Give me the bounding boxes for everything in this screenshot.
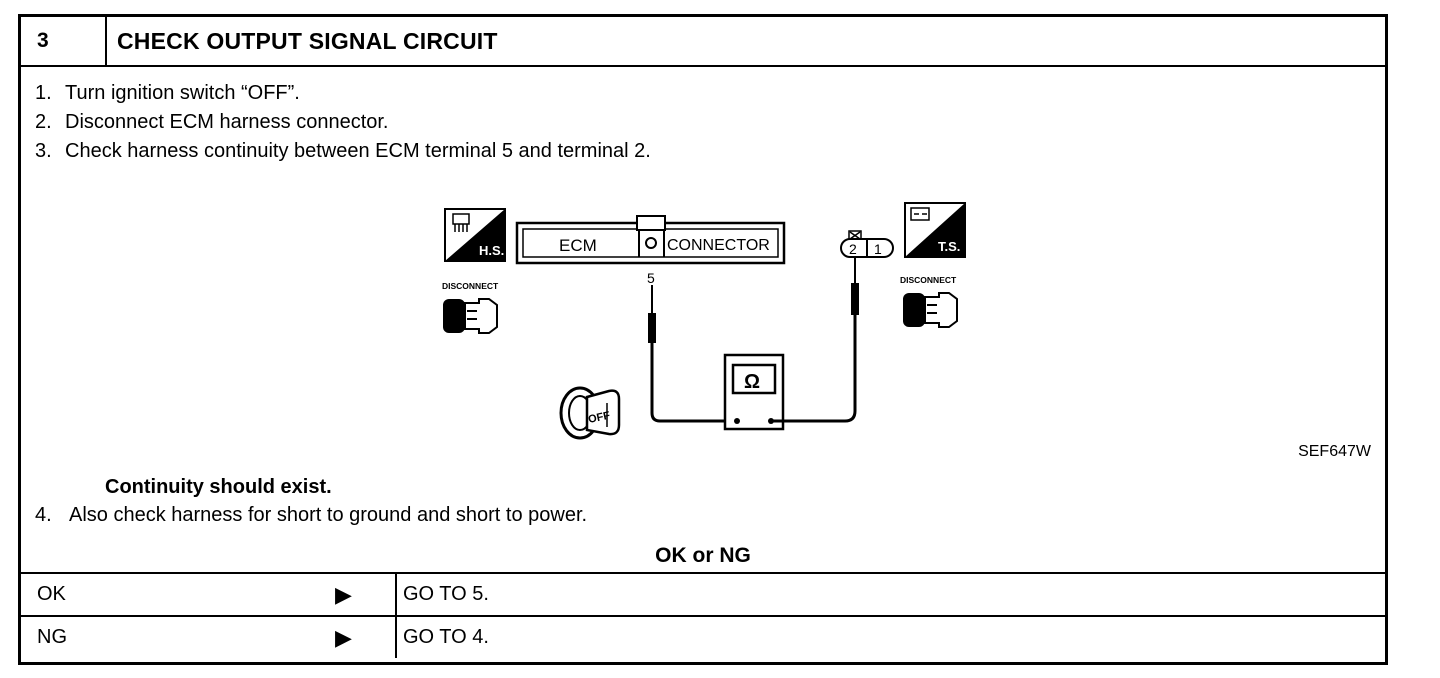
step-number: 3 xyxy=(21,17,107,65)
step-text: Disconnect ECM harness connector. xyxy=(65,111,389,133)
disconnect-label-right: DISCONNECT xyxy=(900,275,957,285)
arrow-right-icon: ▶ xyxy=(335,625,352,650)
step-index: 2. xyxy=(35,111,52,133)
step-header: 3 CHECK OUTPUT SIGNAL CIRCUIT xyxy=(21,17,1385,67)
instruction-list: 1. Turn ignition switch “OFF”. 2. Discon… xyxy=(35,79,651,166)
ts-label: T.S. xyxy=(938,239,960,254)
result-label: NG xyxy=(37,626,67,648)
probe-right xyxy=(771,255,859,423)
step-text: Check harness continuity between ECM ter… xyxy=(65,140,651,162)
step-text: Turn ignition switch “OFF”. xyxy=(65,82,300,104)
key-off-label: OFF xyxy=(587,410,611,426)
result-action: GO TO 4. xyxy=(403,626,489,648)
harness-side-badge: H.S. xyxy=(444,208,506,262)
step-text: Also check harness for short to ground a… xyxy=(69,504,588,526)
connector-label: CONNECTOR xyxy=(667,237,770,254)
disconnect-right-icon xyxy=(903,292,958,328)
step-index: 4. xyxy=(35,504,52,526)
step-index: 3. xyxy=(35,140,52,162)
column-divider xyxy=(395,617,397,658)
decision-label: OK or NG xyxy=(655,544,751,567)
terminal-side-badge: T.S. xyxy=(904,202,966,258)
instruction-step: 4. Also check harness for short to groun… xyxy=(35,504,587,527)
ohmmeter: Ω xyxy=(723,353,785,431)
result-label: OK xyxy=(37,583,66,605)
harness-connector-icon xyxy=(452,213,470,232)
instruction-step: 3. Check harness continuity between ECM … xyxy=(35,137,651,166)
hs-label: H.S. xyxy=(479,243,504,258)
step-index: 1. xyxy=(35,82,52,104)
result-row-ng: NG ▶ GO TO 4. xyxy=(21,615,1385,658)
connector-pin-2: 2 xyxy=(849,241,857,257)
result-action: GO TO 5. xyxy=(403,583,489,605)
instruction-step: 1. Turn ignition switch “OFF”. xyxy=(35,79,651,108)
ohm-symbol: Ω xyxy=(744,371,760,393)
figure-code: SEF647W xyxy=(1298,443,1371,460)
probe-left xyxy=(648,285,733,423)
column-divider xyxy=(395,574,397,615)
disconnect-label-left: DISCONNECT xyxy=(442,281,499,291)
expected-result-note: Continuity should exist. xyxy=(105,476,332,498)
ecm-label: ECM xyxy=(559,236,597,255)
disconnect-left-icon xyxy=(443,298,498,334)
connector-pin-1: 1 xyxy=(874,241,882,257)
terminal-5-label: 5 xyxy=(647,270,655,286)
step-title: CHECK OUTPUT SIGNAL CIRCUIT xyxy=(117,28,498,54)
terminal-connector-icon xyxy=(910,207,930,221)
instruction-step: 2. Disconnect ECM harness connector. xyxy=(35,108,651,137)
result-table: OK ▶ GO TO 5. NG ▶ GO TO 4. xyxy=(21,572,1385,658)
ecm-connector: ECM CONNECTOR xyxy=(515,215,786,265)
result-row-ok: OK ▶ GO TO 5. xyxy=(21,572,1385,615)
sensor-connector: 2 1 xyxy=(840,230,894,258)
procedure-box: 3 CHECK OUTPUT SIGNAL CIRCUIT 1. Turn ig… xyxy=(18,14,1388,665)
ignition-key-icon: OFF xyxy=(559,386,621,440)
arrow-right-icon: ▶ xyxy=(335,582,352,607)
